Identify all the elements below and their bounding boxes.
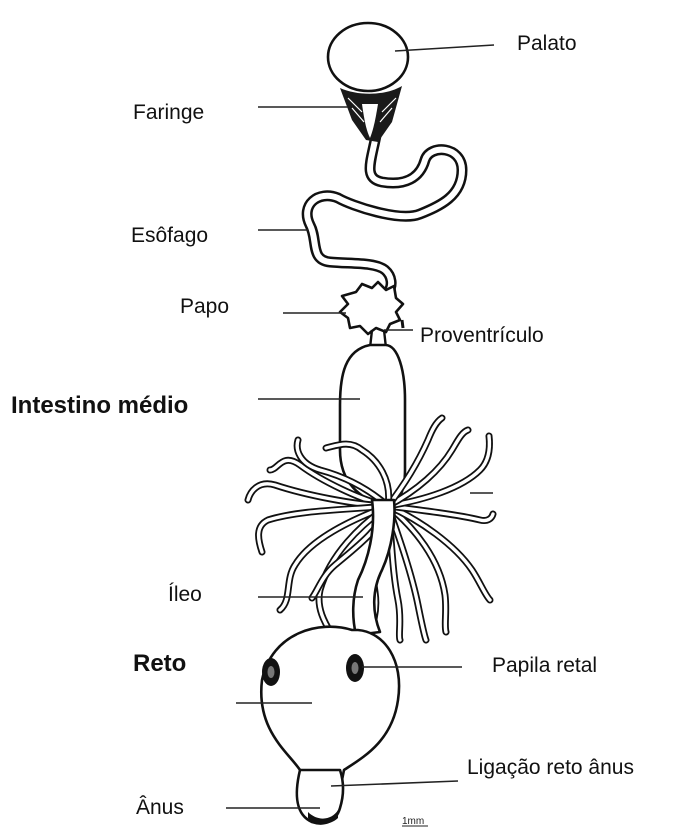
label-intestino-medio: Intestino médio [11,392,188,419]
scale-bar-label: 1mm [402,816,424,827]
label-papo: Papo [180,295,229,318]
proventriculus-mark [402,320,403,328]
label-faringe: Faringe [133,101,204,124]
pharynx-drawing [340,86,402,142]
label-papila-retal: Papila retal [492,654,597,677]
label-palato: Palato [517,32,577,55]
palate-drawing [328,23,408,91]
label-esofago: Esôfago [131,224,208,247]
esophagus-drawing [307,130,462,292]
label-reto: Reto [133,650,186,677]
crop-drawing [340,282,403,334]
label-anus: Ânus [136,796,184,819]
label-ligacao-reto-anus: Ligação reto ânus [467,756,634,779]
label-proventriculo: Proventrículo [420,324,544,347]
label-ileo: Íleo [168,583,202,606]
rectum-drawing [261,627,399,790]
